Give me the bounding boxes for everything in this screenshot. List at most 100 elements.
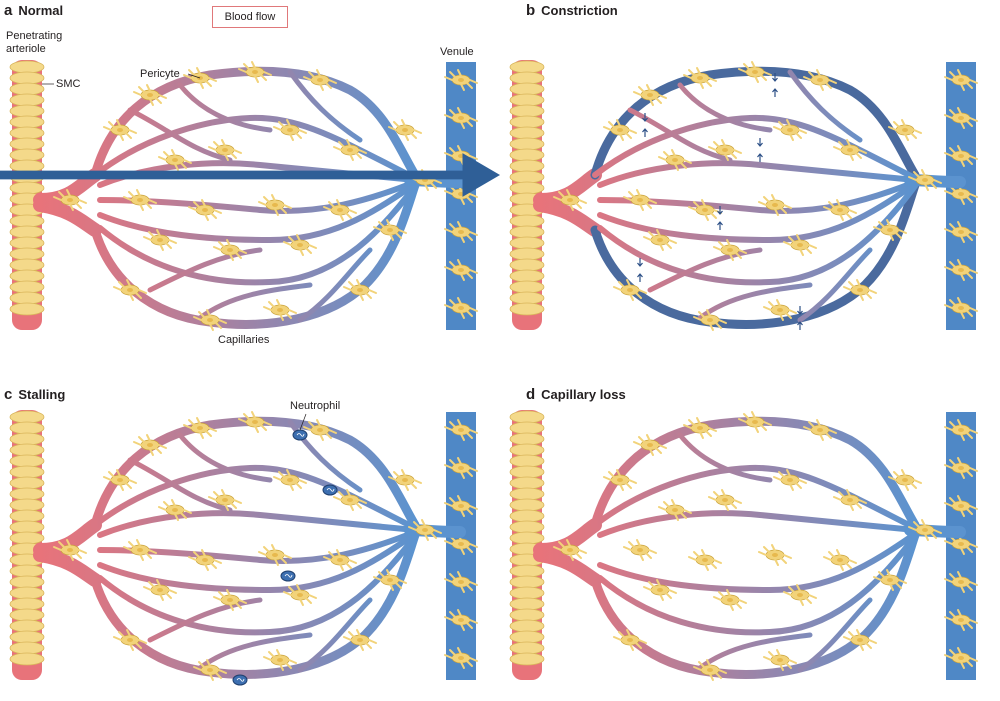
capillary-segment [590, 416, 920, 530]
penetrating-arteriole [509, 60, 545, 330]
panel-c-title-text: Stalling [18, 387, 66, 402]
venule-pericyte [444, 221, 478, 243]
pericyte [823, 199, 857, 221]
venule-pericyte [444, 457, 478, 479]
pericyte [133, 434, 167, 456]
constriction-arrow [757, 138, 763, 162]
pericyte [113, 279, 147, 301]
capillary-segment [627, 107, 733, 163]
pericyte [53, 189, 87, 211]
pericyte [193, 309, 227, 331]
venule [444, 412, 478, 680]
pericyte [623, 189, 657, 211]
capillary-segment [147, 597, 263, 643]
flow-arrow-icon [0, 153, 500, 197]
panel-d-title-text: Capillary loss [541, 387, 626, 402]
pericyte [633, 434, 667, 456]
pericyte [693, 309, 727, 331]
pericyte [623, 539, 657, 561]
capillary-bed-diagram-d [509, 410, 978, 681]
pericyte [333, 139, 367, 161]
venule [944, 62, 978, 330]
capillary-bed-diagram-a [9, 60, 478, 331]
constriction-arrows-icon [637, 73, 803, 330]
venule [444, 62, 478, 330]
pericyte [238, 61, 272, 83]
panel-c-letter: c [4, 386, 13, 403]
capillary-segment [197, 282, 313, 321]
pericyte [843, 629, 877, 651]
pericyte [158, 149, 192, 171]
capillary-segment [127, 107, 233, 163]
pericyte [143, 579, 177, 601]
capillary-segment [797, 247, 873, 323]
pericyte [208, 139, 242, 161]
pericyte [343, 629, 377, 651]
pericyte [683, 67, 717, 89]
capillary-segment [97, 183, 418, 286]
pericyte [833, 139, 867, 161]
pericyte [603, 119, 637, 141]
venule-pericyte [444, 495, 478, 517]
capillary-segment [97, 181, 418, 244]
pericyte [103, 469, 137, 491]
pericyte [283, 234, 317, 256]
penetrating-arteriole-line1: Penetrating [6, 30, 63, 42]
pericyte [53, 539, 87, 561]
pericyte [553, 189, 587, 211]
capillary-segment [597, 183, 918, 286]
pericyte [658, 499, 692, 521]
penetrating-arteriole-label: Penetrating arteriole [6, 30, 62, 56]
pericyte [303, 419, 337, 441]
capillary-segment [287, 69, 363, 143]
capillary-segment [697, 282, 813, 321]
pericyte [408, 519, 442, 541]
panel-b-letter: b [526, 2, 536, 19]
capillary-segment [597, 181, 918, 244]
pericyte [833, 489, 867, 511]
capillary-segment [287, 419, 363, 493]
capillary-bed-diagram-c [9, 410, 478, 686]
venule-pericyte [944, 259, 978, 281]
capillary-segment [33, 548, 102, 587]
pericyte [123, 539, 157, 561]
pericyte [603, 469, 637, 491]
panel-a-letter: a [4, 2, 13, 19]
pericyte [708, 489, 742, 511]
venule-pericyte [444, 609, 478, 631]
pericyte [713, 589, 747, 611]
pericyte [713, 239, 747, 261]
penetrating-arteriole [509, 410, 545, 680]
venule-pericyte [944, 647, 978, 669]
neutrophil-leader-line [299, 413, 307, 431]
capillary-segment [533, 198, 602, 237]
pericyte [373, 569, 407, 591]
capillaries-label: Capillaries [218, 334, 270, 346]
pericyte [633, 84, 667, 106]
venule-pericyte [944, 495, 978, 517]
capillary-segment [97, 510, 418, 538]
pericyte [643, 229, 677, 251]
venule-pericyte [444, 647, 478, 669]
capillary-segment [533, 548, 602, 587]
pericyte [193, 659, 227, 681]
capillary-segment [797, 597, 873, 673]
pericyte [238, 411, 272, 433]
panel-c-title: c Stalling [4, 386, 65, 403]
constriction-arrow [642, 113, 648, 137]
capillary-segment [597, 510, 918, 538]
pericyte [213, 589, 247, 611]
pericyte [183, 67, 217, 89]
capillary-segment [97, 529, 418, 564]
pericyte [613, 279, 647, 301]
pericyte [708, 139, 742, 161]
venule-pericyte [444, 69, 478, 91]
pericyte [908, 519, 942, 541]
pericyte [873, 219, 907, 241]
pericyte [333, 489, 367, 511]
pericyte [188, 549, 222, 571]
pericyte [763, 299, 797, 321]
capillaries [33, 416, 466, 679]
